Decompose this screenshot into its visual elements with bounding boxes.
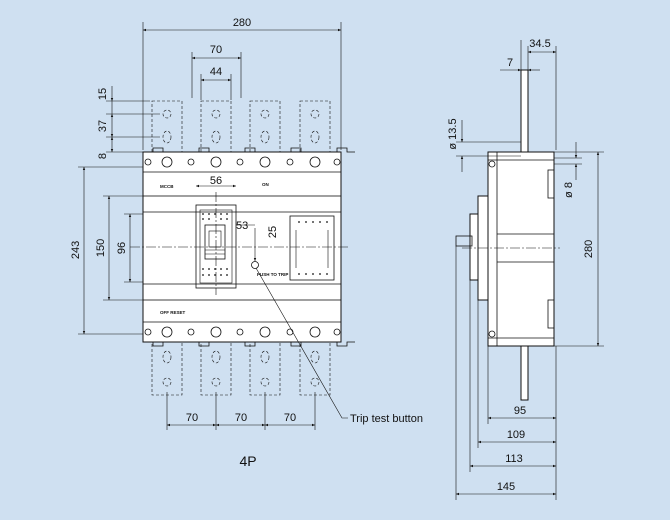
dim-height-overall: 243	[70, 241, 82, 259]
side-body	[487, 151, 555, 347]
callout-trip-test-button: Trip test button	[350, 413, 423, 425]
dim-side-height: 280	[583, 240, 595, 258]
dim-button-offset: 25	[267, 226, 279, 238]
dim-overall-width: 280	[233, 17, 251, 29]
handle	[204, 224, 226, 260]
dim-handle-offset: 53	[236, 220, 248, 232]
dim-pin-diameter: ø 8	[563, 182, 575, 198]
dim-depth-109: 109	[507, 429, 525, 441]
trip-test-button	[251, 261, 259, 269]
dim-bottom-pitch-1: 70	[186, 412, 198, 424]
side-handle	[455, 235, 473, 247]
dim-terminal-depth: 34.5	[529, 38, 550, 50]
nameplate-brand: MCCB	[160, 184, 174, 189]
front-view: MCCB ON OFF RESET PUSH TO TRIP	[70, 17, 423, 469]
dim-terminal-pitch: 70	[210, 44, 222, 56]
dim-handle-frame: 56	[210, 175, 222, 187]
dim-height-cover: 150	[95, 239, 107, 257]
handle-dots	[202, 213, 228, 276]
dim-bottom-pitch-2: 70	[235, 412, 247, 424]
dim-bottom-pitch-3: 70	[284, 412, 296, 424]
side-view: 34.5 7 ø 13.5 ø 8 280 95 109	[447, 38, 604, 500]
dim-terminal-thickness: 7	[507, 57, 513, 69]
bottom-screws	[144, 326, 341, 338]
dim-depth-145: 145	[497, 481, 515, 493]
dim-hole-diameter: ø 13.5	[447, 118, 459, 149]
dim-depth-95: 95	[514, 405, 526, 417]
dim-edge-hole: 8	[97, 153, 109, 159]
accessory-window	[289, 215, 335, 281]
nameplate-push: PUSH TO TRIP	[257, 272, 288, 277]
pole-label: 4P	[239, 453, 256, 469]
dim-hole-mid: 37	[97, 120, 109, 132]
dim-height-window: 96	[116, 242, 128, 254]
dim-terminal-width: 44	[210, 66, 222, 78]
nameplate-on: ON	[262, 182, 269, 187]
dim-depth-113: 113	[505, 453, 523, 465]
dim-hole-top: 15	[97, 88, 109, 100]
top-terminals	[151, 100, 331, 160]
nameplate-reset: OFF RESET	[160, 310, 186, 315]
cover-plate	[142, 195, 342, 301]
top-screws	[144, 156, 341, 168]
